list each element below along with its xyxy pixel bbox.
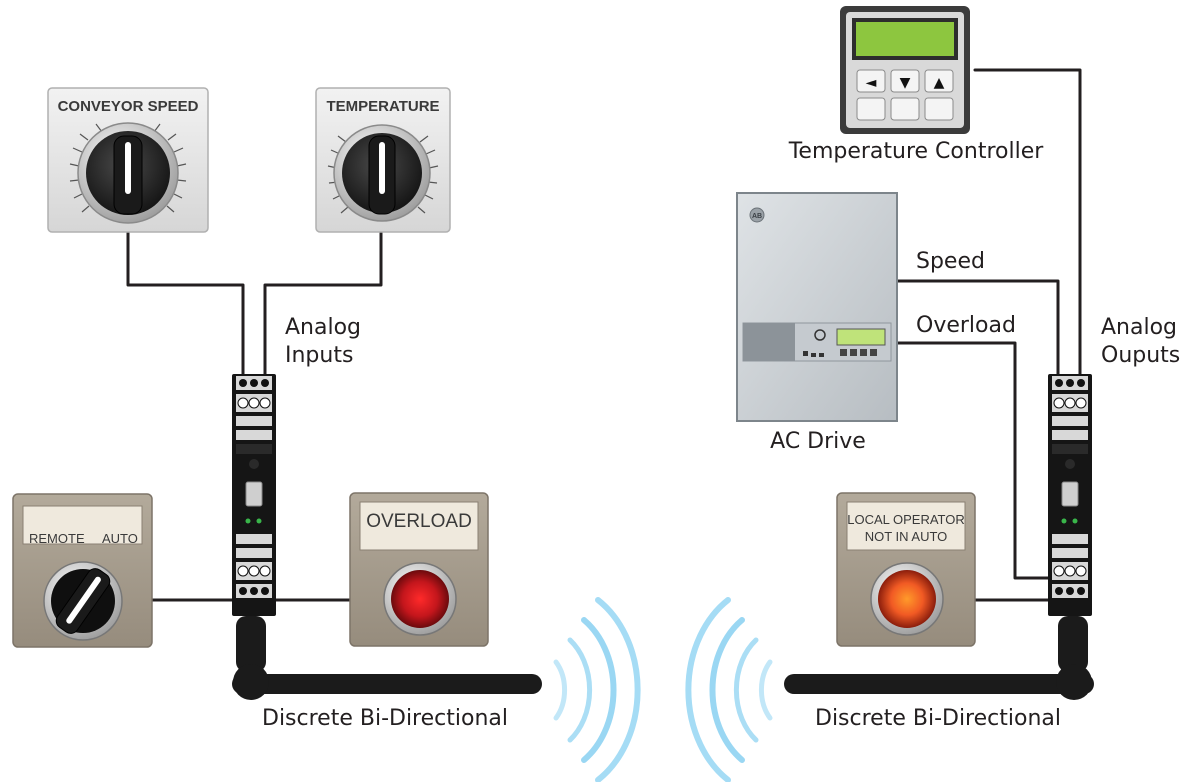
speed-label: Speed xyxy=(916,249,985,274)
right-io-module[interactable] xyxy=(1048,374,1092,616)
drive-logo: AB xyxy=(752,213,762,220)
wire-temp-controller xyxy=(973,68,1082,377)
status-led-icon xyxy=(256,518,262,524)
red-lamp-icon xyxy=(391,570,449,628)
temperature-controller[interactable]: ◄ ▼ ▲ xyxy=(840,6,970,134)
left-antenna xyxy=(232,616,542,700)
remote-position-label: REMOTE xyxy=(29,531,85,546)
conveyor-speed-knob[interactable]: CONVEYOR SPEED xyxy=(47,87,209,233)
status-led-icon xyxy=(245,518,251,524)
temperature-controller-label: Temperature Controller xyxy=(788,139,1045,164)
ac-drive-label: AC Drive xyxy=(770,429,866,454)
wire-temperature xyxy=(263,230,383,377)
down-arrow-icon[interactable]: ▼ xyxy=(900,75,911,91)
knob-pointer-icon xyxy=(125,142,131,194)
dial-ticks-icon xyxy=(69,123,187,213)
remote-auto-selector-switch[interactable]: REMOTE AUTO xyxy=(12,493,153,648)
overload-label: Overload xyxy=(916,313,1016,338)
temperature-knob[interactable]: TEMPERATURE xyxy=(315,87,451,233)
wireless-signal-left-icon xyxy=(553,597,641,782)
wire-conveyor-speed xyxy=(126,230,245,377)
temperature-label: TEMPERATURE xyxy=(326,98,439,115)
wire-overload xyxy=(896,341,1050,580)
wireless-signal-right-icon xyxy=(685,597,773,782)
local-operator-label-line1: LOCAL OPERATOR xyxy=(847,512,965,527)
controller-key-blank[interactable] xyxy=(856,97,886,121)
analog-outputs-label-line2: Ouputs xyxy=(1101,343,1180,368)
conveyor-speed-label: CONVEYOR SPEED xyxy=(58,98,199,115)
ac-drive[interactable]: AB xyxy=(736,192,898,422)
drive-lcd xyxy=(836,328,886,346)
up-arrow-icon[interactable]: ▲ xyxy=(934,75,945,91)
left-arrow-icon[interactable]: ◄ xyxy=(866,75,877,91)
selector-pointer-icon xyxy=(66,576,101,624)
wire-speed xyxy=(896,279,1060,377)
status-led-icon xyxy=(1072,518,1078,524)
wiring xyxy=(126,68,1082,602)
discrete-left-label: Discrete Bi-Directional xyxy=(262,706,508,731)
analog-outputs-label-line1: Analog xyxy=(1101,315,1177,340)
overload-indicator-lamp: OVERLOAD xyxy=(349,492,489,647)
right-antenna xyxy=(784,616,1094,700)
ab-logo-icon xyxy=(749,207,765,223)
auto-position-label: AUTO xyxy=(102,531,138,546)
knob-pointer-icon xyxy=(379,142,385,194)
analog-inputs-label-line2: Inputs xyxy=(285,343,353,368)
analog-inputs-label-line1: Analog xyxy=(285,315,361,340)
left-io-module[interactable] xyxy=(232,374,276,616)
orange-lamp-icon xyxy=(878,570,936,628)
usb-port-icon xyxy=(1061,481,1079,507)
usb-port-icon xyxy=(245,481,263,507)
overload-lamp-label: OVERLOAD xyxy=(366,511,472,532)
controller-key-blank[interactable] xyxy=(890,97,920,121)
dial-ticks-icon xyxy=(327,135,439,214)
controller-keys: ◄ ▼ ▲ xyxy=(856,69,954,121)
status-led-icon xyxy=(1061,518,1067,524)
controller-lcd xyxy=(856,22,954,56)
local-operator-label-line2: NOT IN AUTO xyxy=(865,529,948,544)
controller-key-blank[interactable] xyxy=(924,97,954,121)
local-operator-indicator-lamp: LOCAL OPERATOR NOT IN AUTO xyxy=(836,492,976,647)
sun-icon xyxy=(814,329,826,341)
discrete-right-label: Discrete Bi-Directional xyxy=(815,706,1061,731)
